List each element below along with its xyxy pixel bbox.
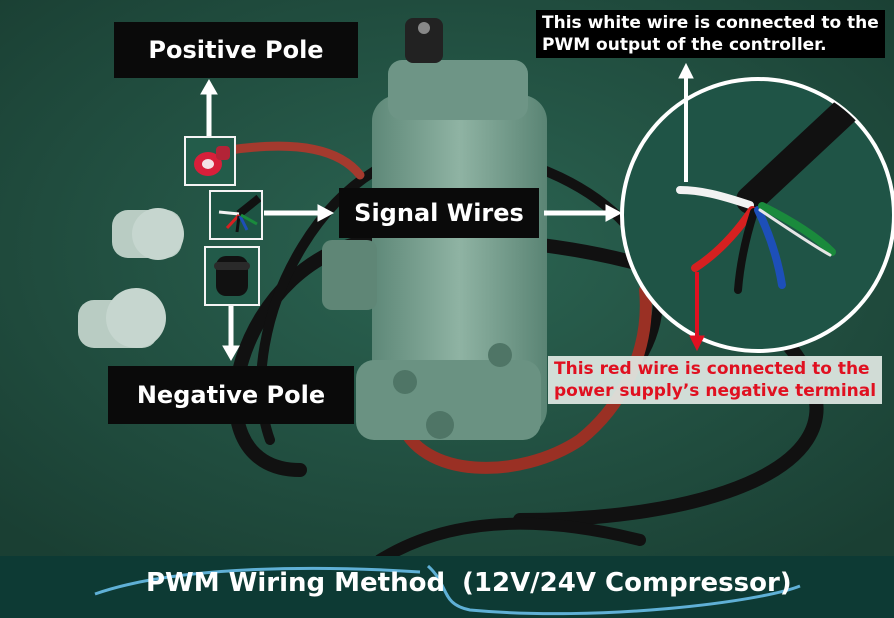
red-wire-note: This red wire is connected to the power … — [548, 356, 883, 404]
footer-banner: PWM Wiring Method (12V/24V Compressor) — [0, 556, 894, 618]
white-wire-note: This white wire is connected to the PWM … — [536, 10, 885, 58]
pipe-fittings — [78, 208, 184, 348]
white-wire-note-line-1: This white wire is connected to the — [542, 13, 879, 33]
red-wire-note-line-1: This red wire is connected to the — [554, 359, 870, 379]
positive-pole-label: Positive Pole — [114, 22, 358, 78]
red-arrow — [689, 272, 705, 352]
black-cap-icon — [214, 256, 250, 296]
ring-terminal-icon — [194, 146, 230, 176]
return-red-cable — [394, 284, 652, 474]
wire-bundle-icon — [218, 194, 262, 233]
red-wire-note-line-2: power supply’s negative terminal — [554, 381, 877, 401]
white-arrows — [200, 62, 694, 362]
negative-pole-label: Negative Pole — [108, 366, 354, 424]
positive-cable — [225, 141, 365, 180]
footer-swoosh — [94, 564, 801, 616]
signal-wires-label: Signal Wires — [339, 188, 539, 238]
compressor-body — [322, 18, 547, 440]
signal-wires-thumbnail — [209, 190, 263, 240]
negative-terminal-thumbnail — [204, 246, 260, 306]
footer-method-title: PWM Wiring Method — [146, 568, 446, 598]
product-photo-scene — [0, 0, 894, 556]
footer-compressor-title: (12V/24V Compressor) — [462, 568, 792, 598]
white-wire-note-line-2: PWM output of the controller. — [542, 35, 827, 55]
positive-terminal-thumbnail — [184, 136, 236, 186]
